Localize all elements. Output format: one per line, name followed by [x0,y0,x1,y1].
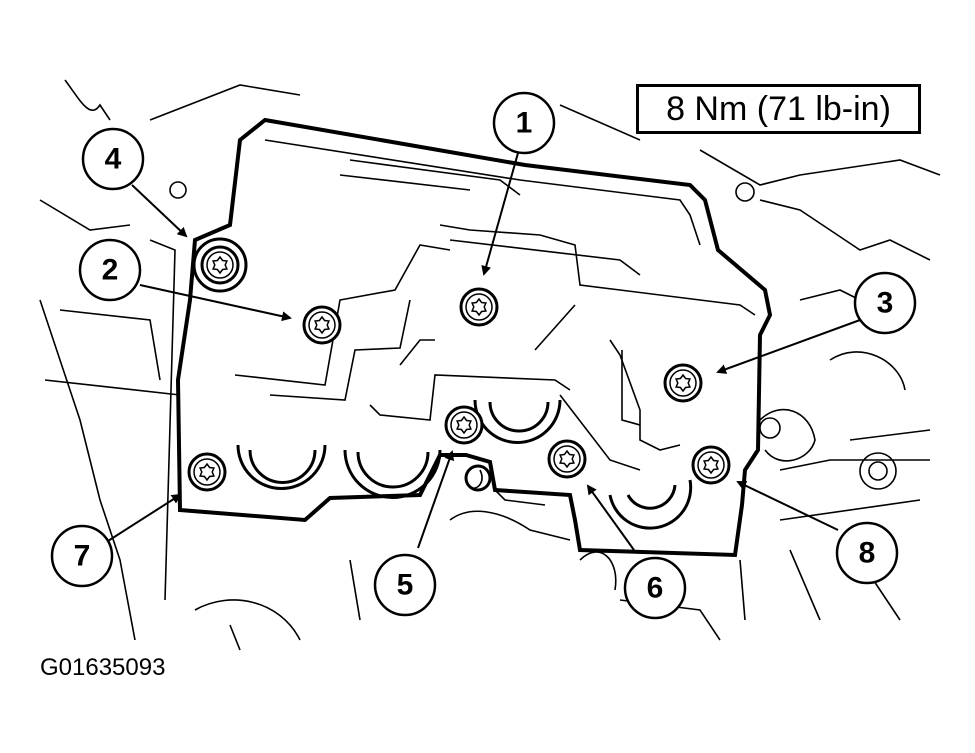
callout-7: 7 [50,524,114,588]
torque-spec-box: 8 Nm (71 lb-in) [636,84,921,134]
callout-4: 4 [81,127,145,191]
bolt-7 [187,452,227,492]
bolt-8 [691,445,731,485]
bolts [187,237,731,492]
figure-id: G01635093 [40,654,166,681]
torque-spec-label: 8 Nm (71 lb-in) [666,89,891,128]
bolt-4 [200,245,240,285]
callout-2: 2 [78,238,142,302]
leader-arrows [107,152,861,551]
port-circles [236,399,693,530]
callout-6-label: 6 [647,572,664,605]
callout-1-label: 1 [516,107,533,140]
bolt-4-boss [192,237,248,293]
housing-background [39,79,941,651]
bolt-1 [459,287,499,327]
bolt-6 [547,439,587,479]
callout-8-label: 8 [859,537,876,570]
callout-7-label: 7 [74,540,91,573]
bolt-3 [663,363,703,403]
callout-2-label: 2 [102,254,119,287]
bolt-2 [302,305,342,345]
bolt-5 [444,405,484,445]
callout-5-label: 5 [397,569,414,602]
callout-3-label: 3 [877,287,894,320]
callout-6: 6 [623,556,687,620]
callout-8: 8 [835,521,899,585]
callout-1: 1 [492,91,556,155]
callout-5: 5 [373,553,437,617]
callout-4-label: 4 [105,143,122,176]
callout-3: 3 [853,271,917,335]
valve-body-outline [175,117,773,558]
